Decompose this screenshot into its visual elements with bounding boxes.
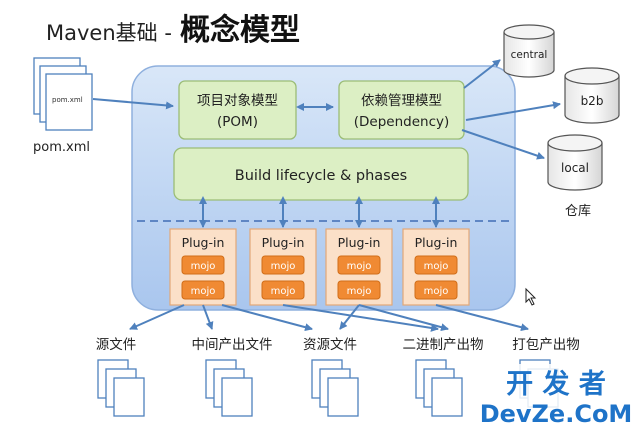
mojo-label: mojo bbox=[347, 261, 372, 272]
repository-label: central bbox=[511, 49, 548, 61]
output-docs-resource bbox=[311, 359, 359, 417]
dependency-model-subtitle: (Dependency) bbox=[354, 114, 450, 130]
lifecycle-plugin-arrows bbox=[199, 196, 440, 228]
dependency-model-box: 依赖管理模型 (Dependency) bbox=[338, 80, 465, 140]
plugin-label: Plug-in bbox=[182, 235, 225, 250]
mojo-label: mojo bbox=[191, 286, 216, 297]
page-title: Maven基础 - 概念模型 bbox=[46, 13, 300, 48]
output-label-binary: 二进制产出物 bbox=[403, 337, 484, 353]
watermark: 开 发 者 DevZe.CoM bbox=[474, 364, 640, 430]
mojo-label: mojo bbox=[424, 261, 449, 272]
output-label-source: 源文件 bbox=[96, 337, 137, 353]
repository-label: b2b bbox=[581, 94, 604, 108]
output-docs-binary bbox=[415, 359, 463, 417]
mojo-label: mojo bbox=[424, 286, 449, 297]
build-lifecycle-label: Build lifecycle & phases bbox=[235, 168, 407, 184]
title-main: 概念模型 bbox=[180, 13, 300, 48]
pom-model-title: 项目对象模型 bbox=[197, 93, 278, 109]
title-prefix: Maven基础 - bbox=[46, 21, 172, 45]
mojo-label: mojo bbox=[347, 286, 372, 297]
repository-b2b: b2b bbox=[564, 67, 620, 124]
plugin-2: Plug-in mojo mojo bbox=[249, 228, 317, 306]
pom-file-doc-label: pom.xml bbox=[52, 96, 83, 104]
output-docs-source bbox=[97, 359, 145, 417]
watermark-line2: DevZe.CoM bbox=[480, 400, 633, 428]
repository-local: local bbox=[547, 134, 603, 191]
pom-model-subtitle: (POM) bbox=[217, 114, 258, 130]
mojo-label: mojo bbox=[271, 286, 296, 297]
pom-file-icon: pom.xml bbox=[33, 57, 93, 131]
plugin-4: Plug-in mojo mojo bbox=[402, 228, 470, 306]
output-docs-intermediate bbox=[205, 359, 253, 417]
pom-file-caption: pom.xml bbox=[33, 140, 90, 155]
plugin-3: Plug-in mojo mojo bbox=[325, 228, 393, 306]
plugin-label: Plug-in bbox=[262, 235, 305, 250]
repository-central: central bbox=[503, 24, 555, 78]
plugin-1: Plug-in mojo mojo bbox=[169, 228, 237, 306]
mouse-cursor-icon bbox=[525, 287, 537, 306]
mojo-label: mojo bbox=[271, 261, 296, 272]
dependency-repository-arrows bbox=[461, 59, 561, 160]
output-label-resource: 资源文件 bbox=[303, 337, 357, 353]
repository-caption: 仓库 bbox=[565, 203, 591, 219]
output-label-intermediate: 中间产出文件 bbox=[192, 337, 273, 353]
pom-model-box: 项目对象模型 (POM) bbox=[178, 80, 297, 140]
pom-file-arrow bbox=[92, 98, 174, 110]
dependency-model-title: 依赖管理模型 bbox=[361, 93, 442, 109]
watermark-line1: 开 发 者 bbox=[506, 368, 606, 400]
plugin-output-arrows bbox=[129, 304, 529, 332]
plugin-label: Plug-in bbox=[415, 235, 458, 250]
output-label-package: 打包产出物 bbox=[512, 336, 580, 353]
mojo-label: mojo bbox=[191, 261, 216, 272]
repository-label: local bbox=[561, 161, 589, 175]
build-lifecycle-box: Build lifecycle & phases bbox=[173, 147, 469, 201]
plugin-label: Plug-in bbox=[338, 235, 381, 250]
